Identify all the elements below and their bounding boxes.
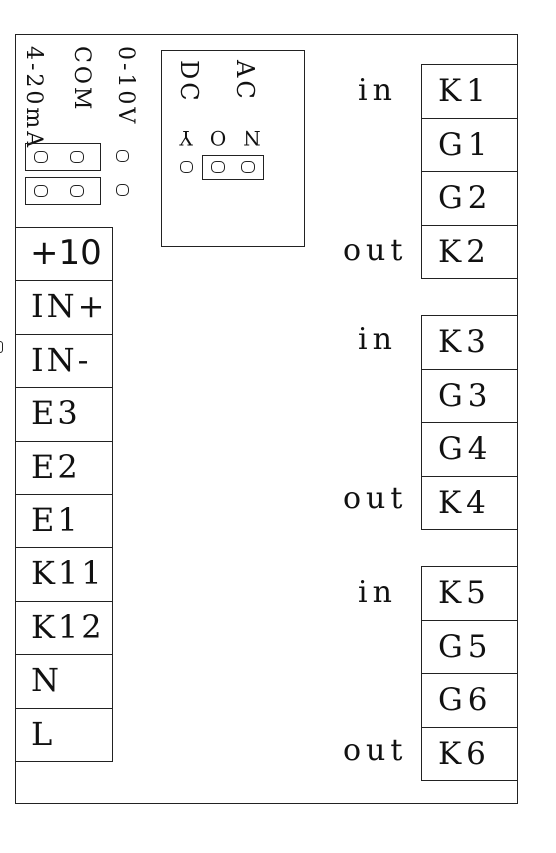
terminal-k3: K3 — [422, 316, 517, 370]
terminal-k6: K6 — [422, 728, 517, 781]
label-4-20ma: 4-20mA — [21, 46, 46, 151]
label-ac: AC — [231, 60, 259, 102]
terminal-k11: K11 — [16, 548, 112, 602]
terminal-g5: G5 — [422, 621, 517, 674]
terminal-g6: G6 — [422, 674, 517, 728]
group3-in-label: in — [358, 575, 397, 610]
group2-in-label: in — [358, 322, 397, 357]
pin-y: Y — [179, 126, 193, 150]
terminal-k4: K4 — [422, 477, 517, 530]
terminal-g1: G1 — [422, 119, 517, 172]
terminal-k5: K5 — [422, 567, 517, 621]
power-select-box — [161, 50, 305, 247]
relay-block-2: K3 G3 G4 K4 — [421, 315, 518, 530]
terminal-in-plus: IN+ — [16, 281, 112, 335]
terminal-l: L — [16, 709, 112, 762]
terminal-g2: G2 — [422, 172, 517, 226]
pad-voltage-top — [116, 150, 129, 162]
label-dc: DC — [175, 60, 203, 104]
pin-o: O — [209, 126, 227, 150]
terminal-k1: K1 — [422, 65, 517, 119]
edge-connector-mark — [0, 341, 3, 353]
relay-block-1: K1 G1 G2 K2 — [421, 64, 518, 279]
pad-voltage-bottom — [116, 184, 129, 196]
power-pad-y — [180, 161, 193, 173]
signal-jumper-bottom — [25, 177, 101, 205]
group1-in-label: in — [358, 73, 397, 108]
terminal-in-minus: IN- — [16, 335, 112, 389]
terminal-n: N — [16, 655, 112, 709]
left-terminal-strip: +10 IN+ IN- E3 E2 E1 K11 K12 N L — [15, 227, 113, 762]
terminal-e2: E2 — [16, 442, 112, 495]
group3-out-label: out — [343, 733, 408, 768]
power-jumper — [202, 155, 264, 180]
group2-out-label: out — [343, 481, 408, 516]
terminal-e1: E1 — [16, 495, 112, 549]
terminal-k2: K2 — [422, 226, 517, 279]
terminal-g4: G4 — [422, 423, 517, 477]
label-0-10v: 0-10V — [113, 46, 138, 127]
group1-out-label: out — [343, 233, 408, 268]
terminal-g3: G3 — [422, 370, 517, 423]
relay-block-3: K5 G5 G6 K6 — [421, 566, 518, 781]
terminal-e3: E3 — [16, 388, 112, 442]
terminal-plus10: +10 — [16, 228, 112, 282]
label-com: COM — [69, 46, 94, 113]
signal-jumper-top — [25, 143, 101, 171]
pin-n: N — [243, 126, 261, 150]
terminal-k12: K12 — [16, 602, 112, 656]
